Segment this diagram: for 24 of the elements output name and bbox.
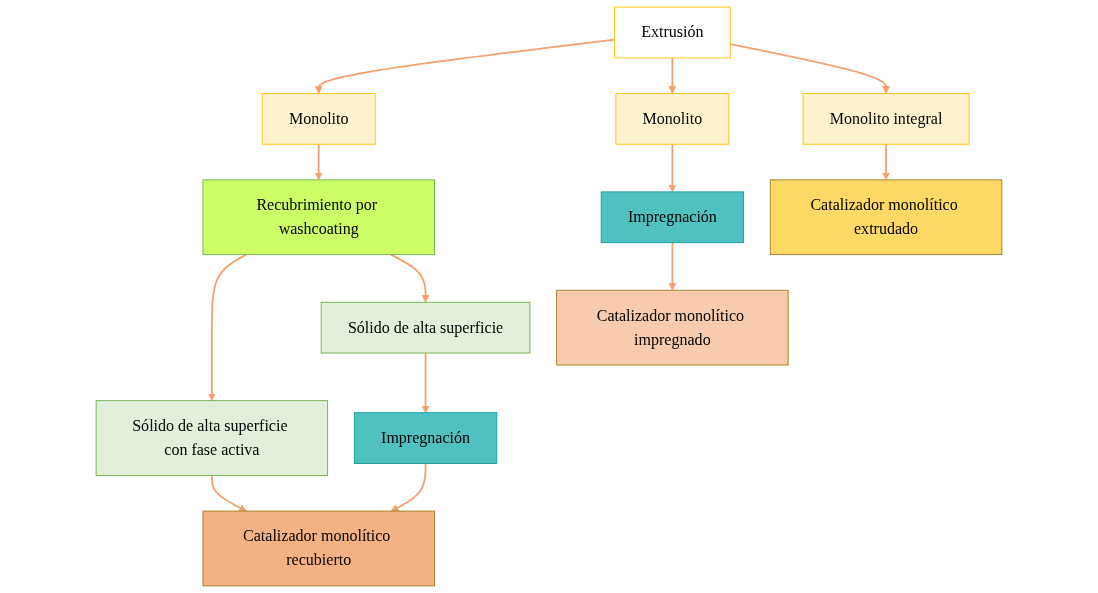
arrow — [208, 253, 248, 401]
arrow — [390, 253, 430, 303]
node-box: Monolito integral — [802, 93, 970, 145]
arrow — [729, 43, 890, 94]
node-box: Catalizador monolítico extrudado — [769, 179, 1003, 256]
node-box: Monolito — [261, 93, 376, 145]
arrow — [421, 352, 430, 414]
arrow — [668, 57, 677, 94]
arrow — [314, 143, 323, 181]
arrow — [668, 143, 677, 193]
node-box: Impregnación — [600, 191, 745, 244]
arrow — [211, 474, 247, 512]
arrow — [882, 143, 890, 181]
node-box: Catalizador monolítico recubierto — [202, 510, 435, 587]
arrow — [314, 38, 616, 94]
arrow — [668, 241, 677, 291]
node-box: Monolito — [615, 93, 730, 145]
node-box: Sólido de alta superficie con fase activa — [95, 400, 329, 476]
arrow — [390, 462, 427, 512]
node-box: Recubrimiento por washcoating — [202, 179, 435, 256]
node-box: Catalizador monolítico impregnado — [556, 289, 789, 366]
node-box: Extrusión — [614, 6, 731, 59]
node-box: Sólido de alta superficie — [320, 301, 531, 354]
node-box: Impregnación — [353, 412, 498, 464]
